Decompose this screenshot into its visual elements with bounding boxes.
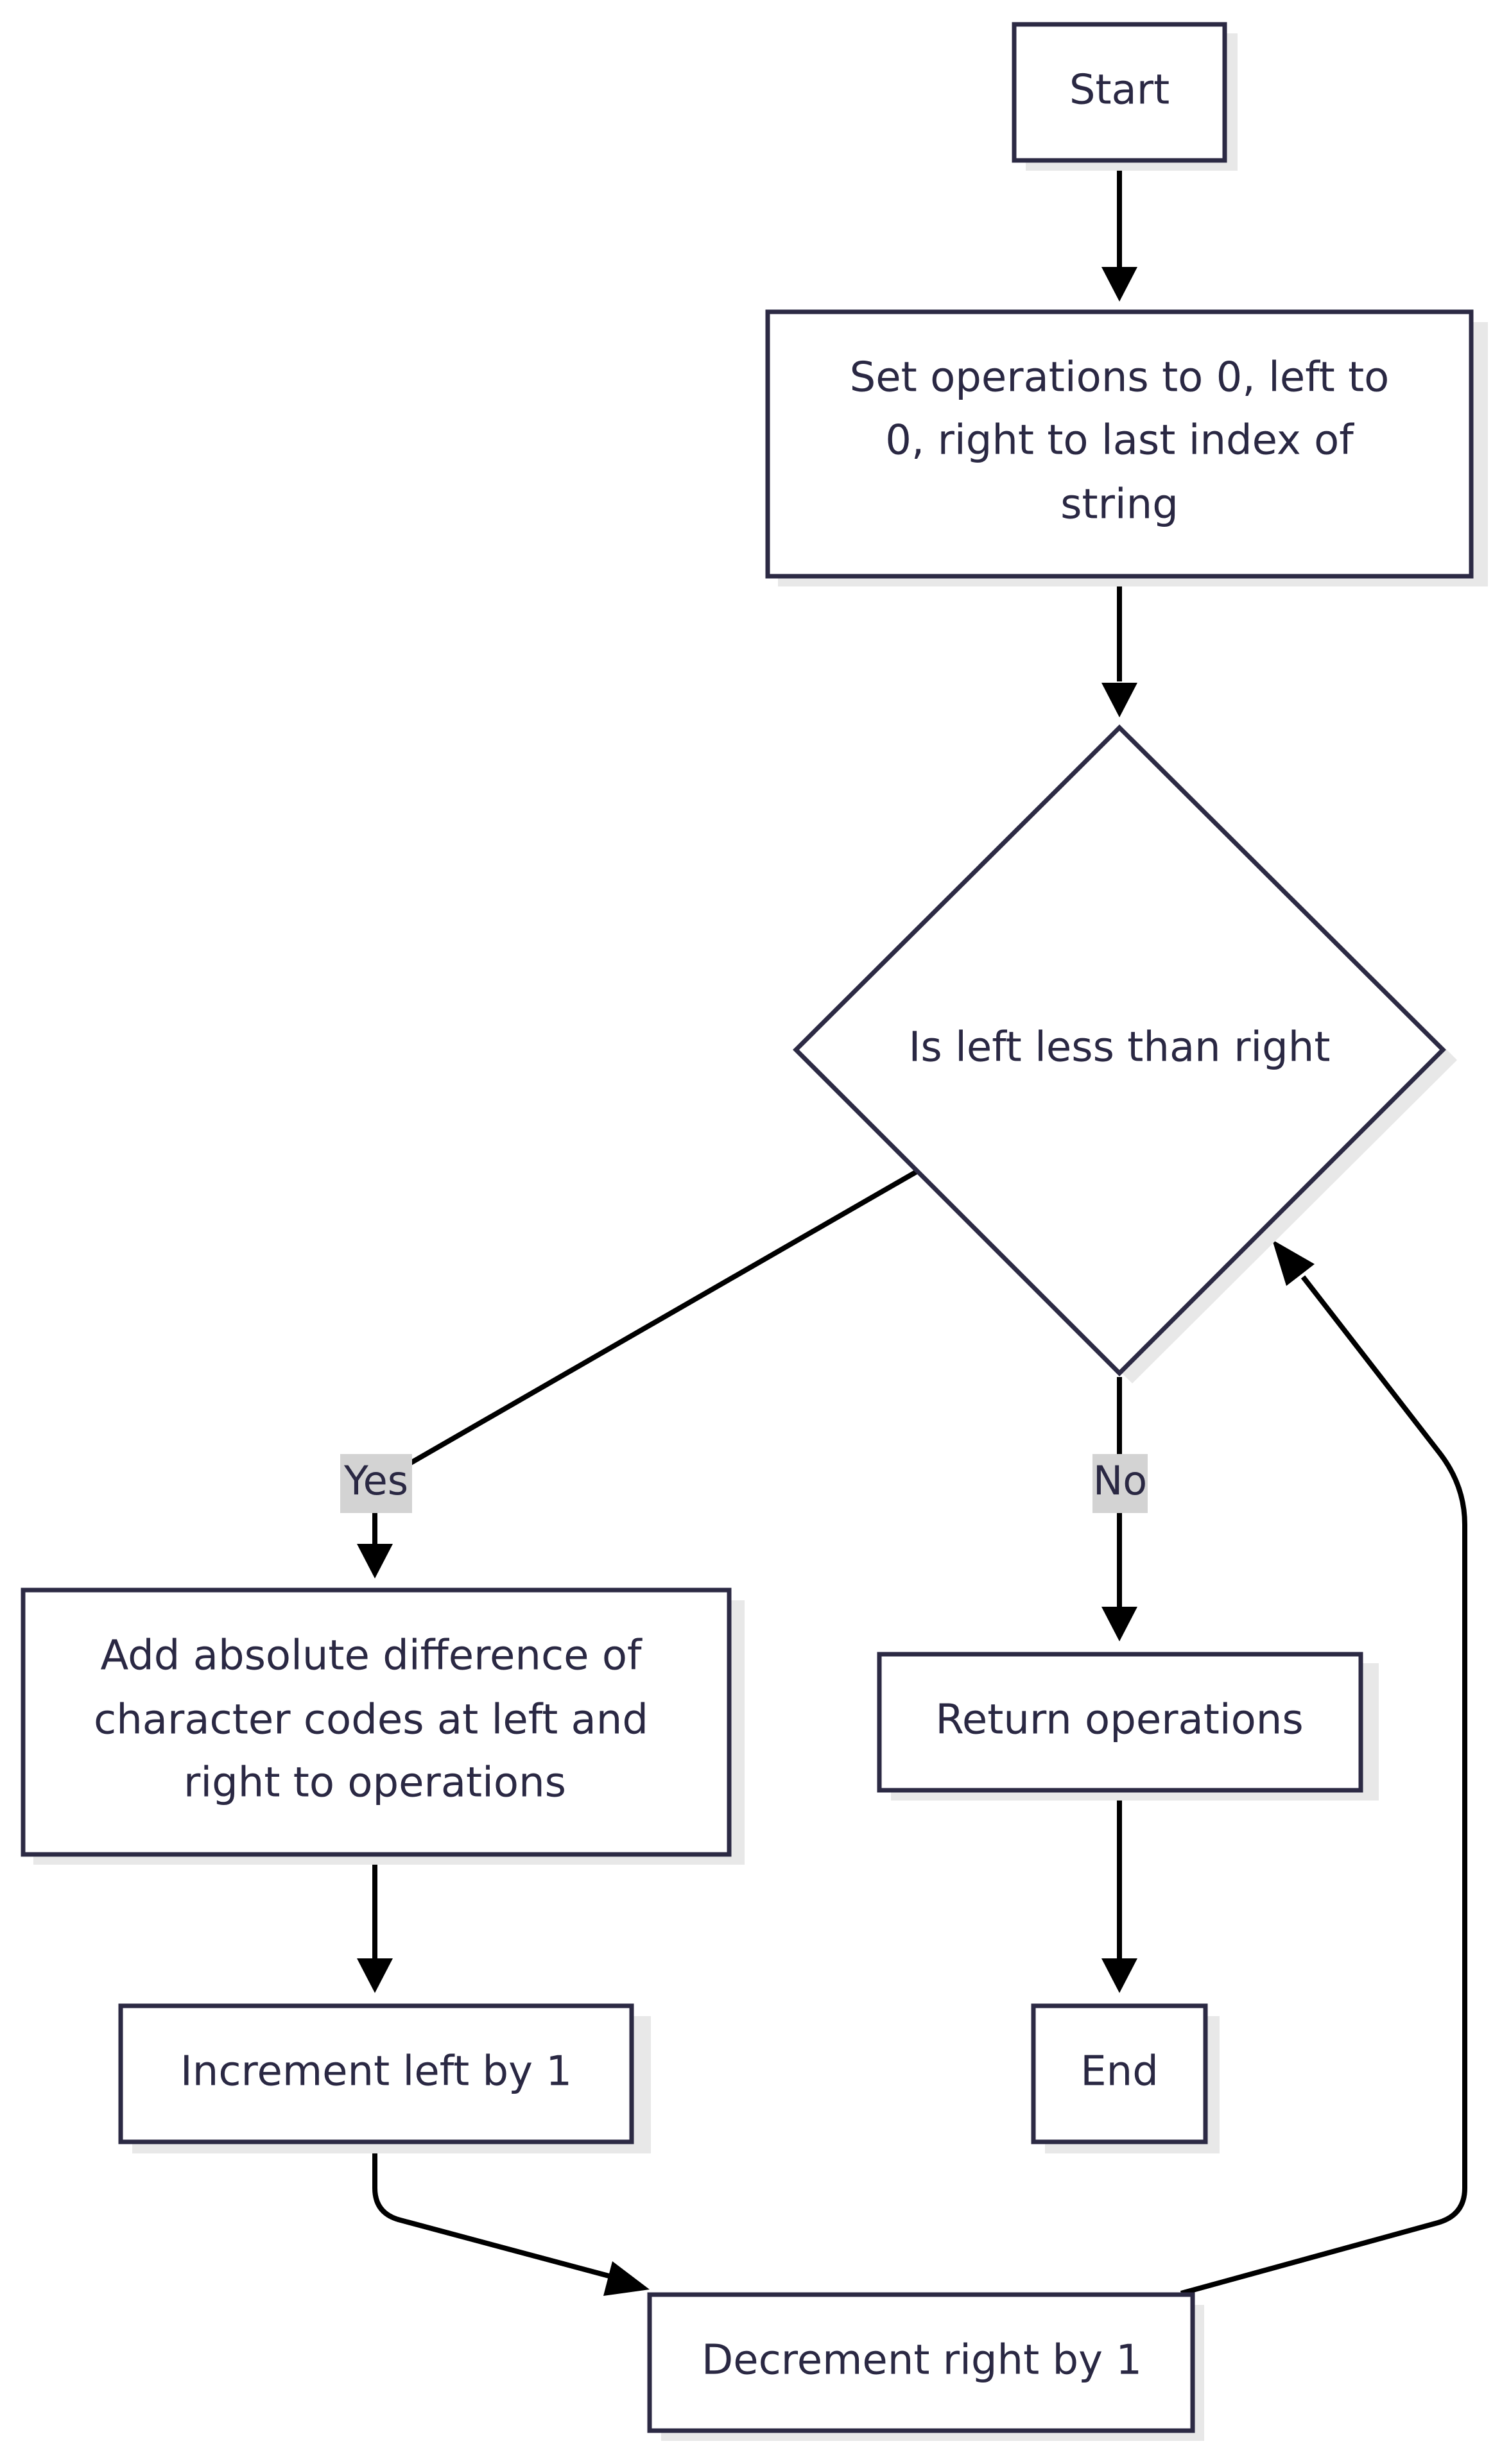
decrement-right-label: Decrement right by 1 bbox=[702, 2337, 1142, 2384]
edge-increment-to-decrement bbox=[372, 2143, 617, 2280]
return-operations-label: Return operations bbox=[935, 1697, 1303, 1744]
edge-labels: Yes No bbox=[340, 1454, 1148, 1513]
add-diff-label-line-1: Add absolute difference of bbox=[100, 1632, 643, 1680]
edge-decrement-to-decision bbox=[1180, 1275, 1467, 2296]
add-diff-label-line-3: right to operations bbox=[184, 1759, 566, 1807]
no-label: No bbox=[1093, 1457, 1147, 1504]
node-decrement-right: Decrement right by 1 bbox=[647, 2292, 1204, 2441]
yes-label: Yes bbox=[343, 1457, 408, 1504]
node-end: End bbox=[1031, 2003, 1220, 2153]
node-decision: Is left less than right bbox=[793, 724, 1457, 1383]
init-label-line-2: 0, right to last index of bbox=[885, 417, 1354, 465]
add-diff-label-line-2: character codes at left and bbox=[94, 1697, 648, 1744]
arrowhead-add-to-increment bbox=[357, 1958, 393, 1993]
edge-decision-yes bbox=[372, 1169, 918, 1544]
arrowhead-init-to-decision bbox=[1101, 683, 1137, 717]
arrowhead-decrement-to-decision bbox=[1272, 1240, 1315, 1286]
increment-left-label: Increment left by 1 bbox=[180, 2048, 572, 2096]
arrowhead-decision-yes bbox=[357, 1544, 393, 1579]
start-label: Start bbox=[1069, 67, 1170, 114]
arrowhead-increment-to-decrement bbox=[603, 2261, 650, 2296]
init-label-line-3: string bbox=[1060, 481, 1178, 529]
node-return-operations: Return operations bbox=[877, 1652, 1379, 1801]
no-label-bg bbox=[1092, 1454, 1148, 1513]
init-label-line-1: Set operations to 0, left to bbox=[850, 354, 1390, 402]
arrowhead-return-to-end bbox=[1101, 1958, 1137, 1993]
node-add-diff: Add absolute difference of character cod… bbox=[21, 1587, 745, 1865]
node-init: Set operations to 0, left to 0, right to… bbox=[765, 309, 1488, 586]
arrowhead-start-to-init bbox=[1101, 267, 1137, 302]
decision-label: Is left less than right bbox=[909, 1024, 1331, 1072]
node-start: Start bbox=[1012, 22, 1238, 171]
end-label: End bbox=[1080, 2048, 1159, 2096]
arrowhead-decision-no bbox=[1101, 1607, 1137, 1641]
yes-label-bg bbox=[340, 1454, 412, 1513]
node-increment-left: Increment left by 1 bbox=[118, 2003, 651, 2153]
